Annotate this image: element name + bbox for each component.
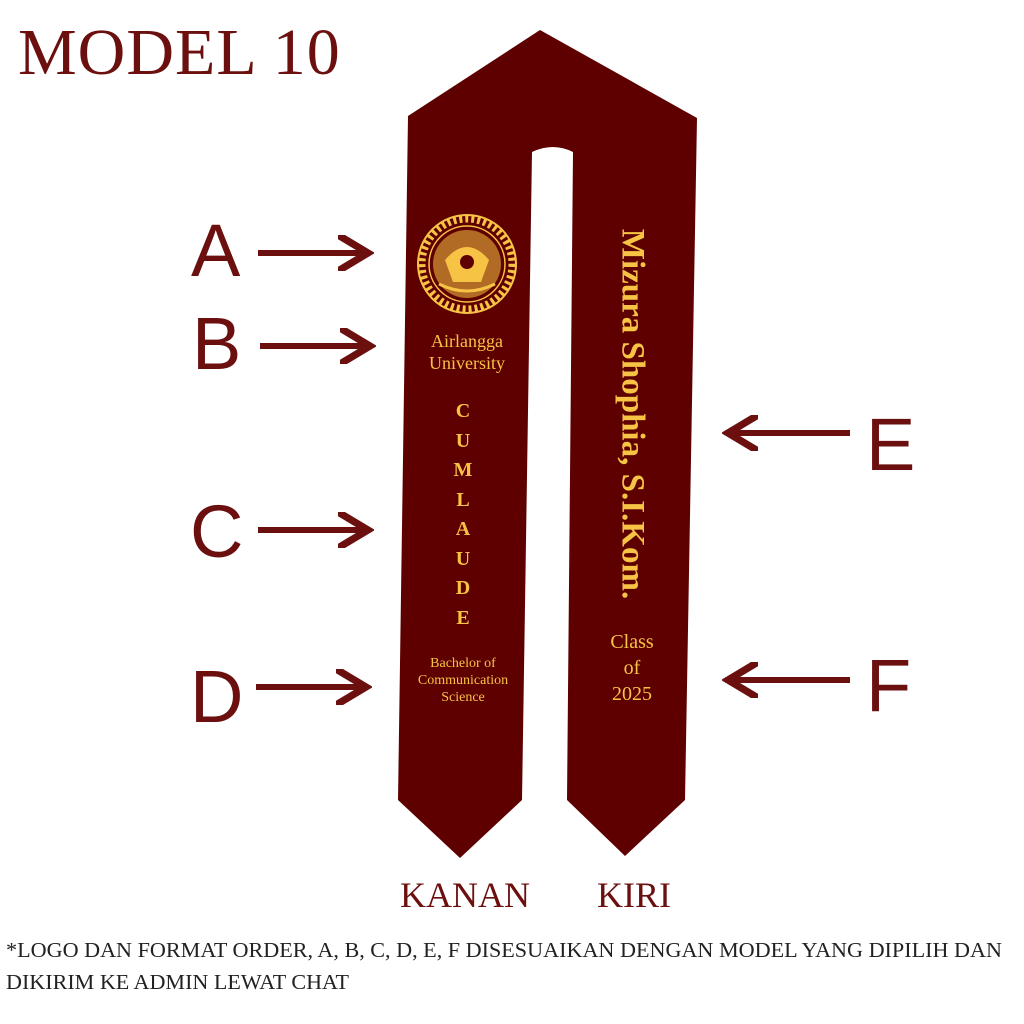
label-c: C — [190, 490, 243, 573]
university-name-line2: University — [429, 353, 505, 373]
model-title: MODEL 10 — [18, 16, 341, 89]
honor-letter: U — [456, 548, 470, 570]
honor-letter: D — [456, 577, 470, 599]
note-line1: *LOGO DAN FORMAT ORDER, A, B, C, D, E, F… — [6, 938, 1002, 962]
label-d: D — [190, 655, 243, 738]
degree-line1: Bachelor of — [430, 656, 496, 671]
note-line2: DIKIRIM KE ADMIN LEWAT CHAT — [6, 970, 349, 994]
degree-line2: Communication — [418, 673, 508, 688]
class-line1: Class — [610, 631, 654, 653]
degree-line3: Science — [441, 690, 485, 705]
university-name-line1: Airlangga — [431, 331, 503, 351]
honor-letter: C — [456, 400, 470, 422]
university-seal-logo — [417, 214, 517, 314]
label-e: E — [866, 403, 915, 486]
honor-letter: A — [456, 518, 471, 540]
side-label-kiri: KIRI — [597, 875, 671, 915]
honor-letter: L — [456, 489, 469, 511]
side-label-kanan: KANAN — [400, 875, 530, 915]
label-f: F — [866, 644, 911, 727]
class-year: 2025 — [612, 683, 652, 705]
graduation-stole — [398, 30, 697, 858]
honor-letter: U — [456, 430, 470, 452]
label-a: A — [191, 209, 241, 292]
graduate-name: Mizura Shophia, S.I.Kom. — [614, 229, 650, 599]
label-b: B — [192, 302, 241, 385]
honor-letter: M — [454, 459, 473, 481]
cumlaude-vertical-text: C U M L A U D E — [454, 400, 473, 629]
class-line2: of — [624, 657, 641, 679]
honor-letter: E — [456, 607, 469, 629]
